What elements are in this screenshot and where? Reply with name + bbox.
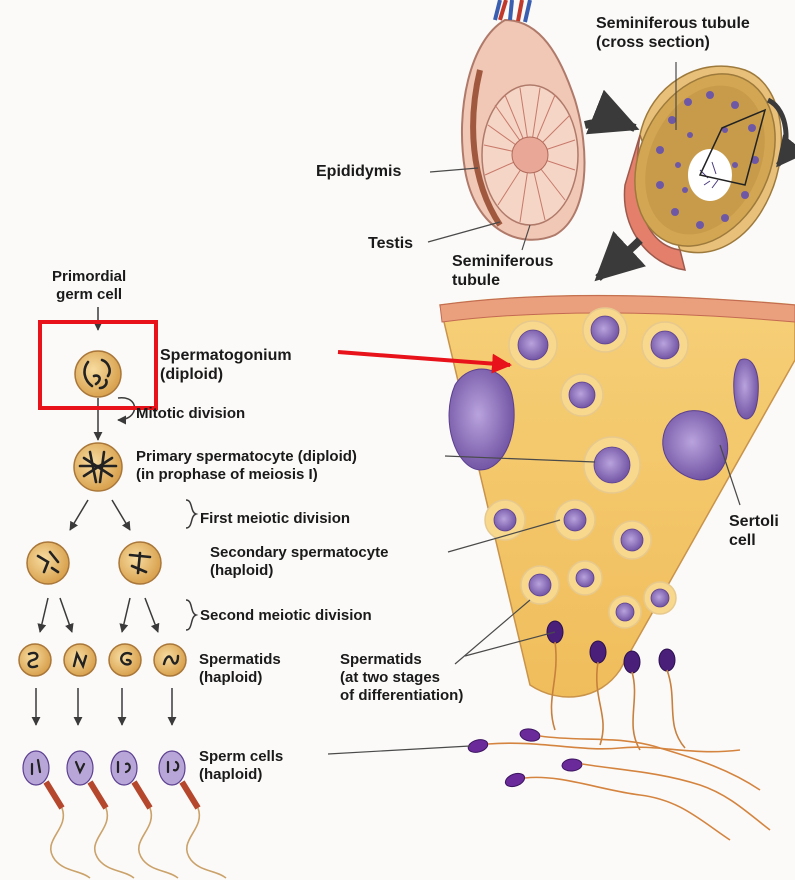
label-line: Seminiferous tubule (596, 14, 750, 33)
label-line: tubule (452, 271, 553, 290)
label-line: (at two stages (340, 669, 463, 687)
first-meiotic-brace (186, 500, 196, 528)
label-line: Secondary spermatocyte (210, 544, 388, 562)
label-line: Sertoli (729, 512, 779, 531)
tubule-cross-section (608, 51, 795, 270)
arrow-testis-to-cross (585, 122, 635, 128)
label-line: Seminiferous (452, 252, 553, 271)
label-line: Sperm cells (199, 748, 283, 766)
free-sperm-cells (467, 727, 770, 840)
label-line: (in prophase of meiosis I) (136, 466, 357, 484)
label-line: (diploid) (160, 365, 292, 384)
label-line: Primordial (52, 268, 126, 286)
label-mitotic-division: Mitotic division (136, 405, 245, 423)
label-line: (haploid) (199, 669, 281, 687)
label-line: Spermatids (199, 651, 281, 669)
label-testis: Testis (368, 234, 413, 253)
spermatid-cells (19, 644, 186, 676)
sperm-cells-left (23, 751, 226, 878)
label-line: Primary spermatocyte (diploid) (136, 448, 357, 466)
label-line: (haploid) (199, 766, 283, 784)
arrow-cross-to-wedge (598, 240, 640, 278)
label-line: of differentiation) (340, 687, 463, 705)
label-epididymis: Epididymis (316, 162, 401, 181)
secondary-spermatocyte-cells (27, 542, 161, 584)
label-line: germ cell (52, 286, 126, 304)
label-line: (haploid) (210, 562, 388, 580)
label-line: cell (729, 531, 779, 550)
label-seminiferous-tubule: Seminiferous tubule (452, 252, 553, 290)
label-sperm-cells: Sperm cells (haploid) (199, 748, 283, 784)
second-meiotic-brace (186, 600, 196, 630)
label-first-meiotic-division: First meiotic division (200, 510, 350, 528)
label-primordial-germ-cell: Primordial germ cell (52, 268, 126, 304)
label-spermatids-left: Spermatids (haploid) (199, 651, 281, 687)
label-spermatids-right: Spermatids (at two stages of differentia… (340, 651, 463, 705)
label-seminiferous-tubule-cross-section: Seminiferous tubule (cross section) (596, 14, 750, 52)
label-sertoli-cell: Sertoli cell (729, 512, 779, 550)
label-line: Spermatids (340, 651, 463, 669)
label-line: (cross section) (596, 33, 750, 52)
label-line: Spermatogonium (160, 346, 292, 365)
label-secondary-spermatocyte: Secondary spermatocyte (haploid) (210, 544, 388, 580)
spermatogonium-cell (75, 351, 121, 397)
label-spermatogonium: Spermatogonium (diploid) (160, 346, 292, 384)
testis-illustration (462, 0, 585, 240)
label-second-meiotic-division: Second meiotic division (200, 607, 372, 625)
label-primary-spermatocyte: Primary spermatocyte (diploid) (in proph… (136, 448, 357, 484)
primary-spermatocyte-cell (74, 443, 122, 491)
